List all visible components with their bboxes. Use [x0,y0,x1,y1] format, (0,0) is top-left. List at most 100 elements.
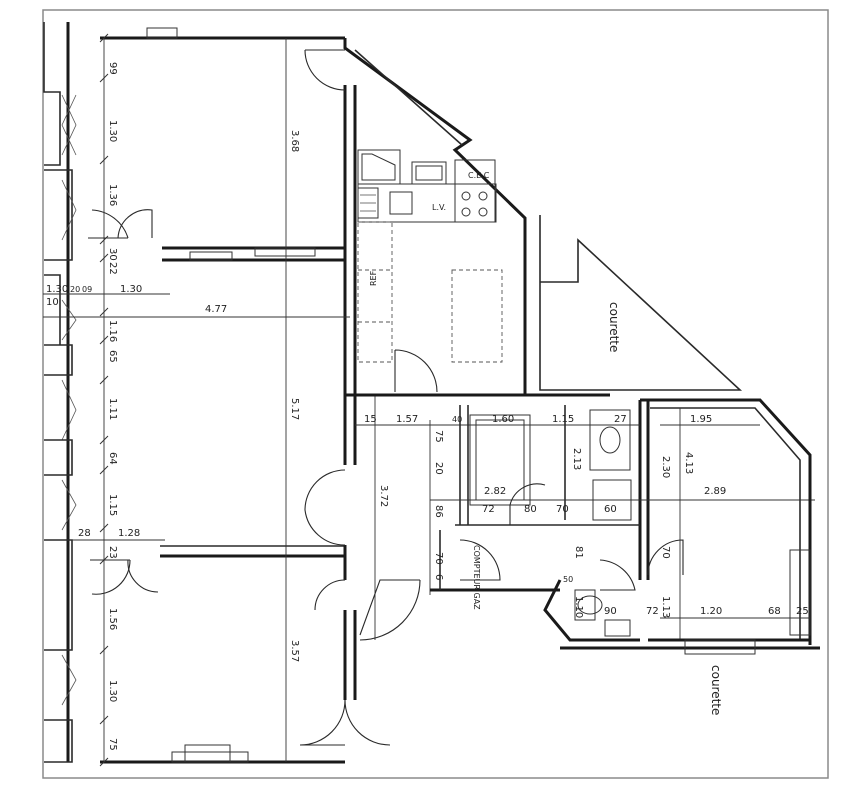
radiator-bottom [184,744,231,763]
courtyard-top-label: courette [607,302,621,352]
drawing-frame [42,9,829,779]
door-room-bottom-leaf [344,699,391,746]
dim-81: 81 [573,546,584,559]
dim-517: 5.17 [289,398,300,420]
top-vent [146,27,178,39]
dim-tick-12 [99,645,109,655]
toilet [577,595,603,615]
dim-230: 2.30 [660,456,671,478]
dim-tick-10 [99,523,109,533]
kitchen-area: L.V. C.E.C REF [304,38,610,397]
dim-tick-14 [99,757,109,767]
right-room: courette [560,398,820,715]
dim-195: 1.95 [690,414,712,425]
dim-60: 60 [604,504,617,515]
dim-130: 1.30 [107,120,118,142]
dim-70b: 70 [556,504,569,515]
door-bath [509,483,546,525]
dim-116: 1.16 [107,320,118,342]
dim-tick-4 [99,253,109,263]
kitchen-island [451,269,503,363]
dim-tick-5 [99,307,109,317]
dim-tick-13 [99,715,109,725]
fridge-label: REF [369,270,378,286]
dim-top-10: 10 [46,297,59,308]
dim-115: 1.15 [107,494,118,516]
washbasin [599,426,621,454]
dim-70: 70 [433,552,444,565]
dim-136: 1.36 [107,184,118,206]
dim-27: 27 [614,414,627,425]
hob-label: C.E.C [468,171,490,180]
dim-22: 22 [107,262,118,275]
dim-128: 1.28 [118,528,140,539]
dim-tick-9 [99,465,109,475]
dim-top-130b: 1.30 [120,284,142,295]
dim-90: 90 [604,606,617,617]
bathtub [469,414,531,506]
radiator-base [171,751,249,763]
courtyard-top: courette [539,215,743,391]
dim-99: 99 [107,62,118,75]
dim-157: 1.57 [396,414,418,425]
washbasin-cabinet [589,409,631,471]
dim-75: 75 [107,738,118,751]
door-room-a-leaf [117,209,153,239]
dim-357: 3.57 [289,640,300,662]
dim-tick-7 [99,375,109,385]
window-3 [44,274,77,376]
door-corridor-lower [314,579,346,611]
dim-413: 4.13 [683,452,694,474]
door-room-c [90,559,131,595]
dim-120: 1.20 [700,606,722,617]
partition-walls [160,85,357,700]
dim-tick-1 [99,73,109,83]
door-kitchen [394,349,438,393]
facade-wall-left [43,22,77,763]
dim-28: 28 [78,528,91,539]
dim-289: 2.89 [704,486,726,497]
dim-213: 2.13 [571,448,582,470]
dim-160: 1.60 [492,414,514,425]
dim-372: 3.72 [378,485,389,507]
dim-23: 23 [107,546,118,559]
dim-282: 2.82 [484,486,506,497]
door-kitchen-top [304,49,346,91]
dim-115b: 1.15 [552,414,574,425]
dim-top-20: 20 [70,285,80,294]
dim-110: 1.10 [573,596,584,618]
dim-20: 20 [433,462,444,475]
dim-50: 50 [563,575,573,584]
dim-368: 3.68 [289,130,300,152]
dim-72: 72 [482,504,495,515]
door-wc [599,559,636,591]
dim-30: 30 [107,248,118,261]
gas-meter-label: COMPTEUR GAZ [472,545,481,610]
dim-tick-8 [99,435,109,445]
dim-130b: 1.30 [107,680,118,702]
dim-6: 6 [433,574,444,580]
dim-80: 80 [524,504,537,515]
door-gas-meter [459,539,501,581]
window-right-room [684,639,756,655]
door-room-c-leaf [127,559,159,593]
cooktop: C.E.C [454,171,496,223]
dim-86: 86 [433,505,444,518]
dim-111: 1.11 [107,398,118,420]
window-4 [44,379,77,476]
dim-70c: 70 [660,546,671,559]
window-5 [44,479,77,651]
dim-72b: 72 [646,606,659,617]
door-right-room [647,539,684,576]
sink [389,191,413,215]
radiator-right [789,549,811,636]
dim-tick-6 [99,335,109,345]
dim-top-09: 09 [82,285,92,294]
dim-113: 1.13 [660,596,671,618]
washing-machine-label: L.V. [432,203,446,212]
dim-68: 68 [768,606,781,617]
dim-40: 40 [452,415,462,424]
hall-bath-zone: COMPTEUR GAZ [299,393,815,746]
